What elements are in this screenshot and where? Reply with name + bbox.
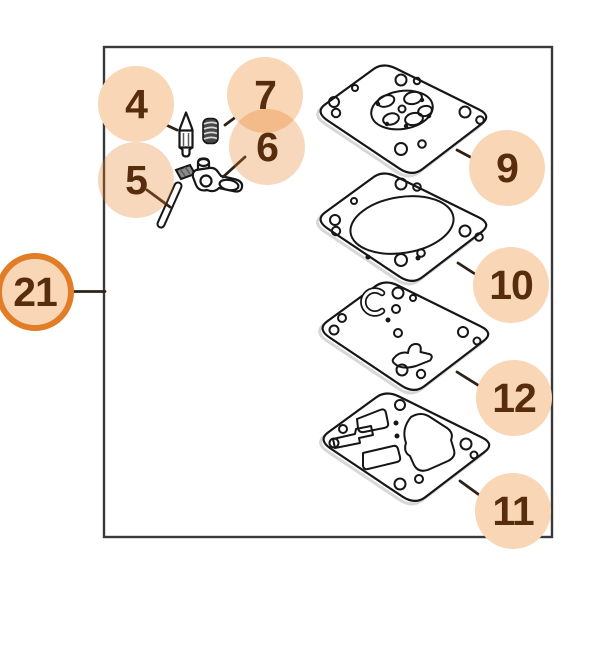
part-10-drawing <box>316 172 488 286</box>
part-11-drawing <box>319 392 491 506</box>
callout-6-label: 6 <box>256 123 279 170</box>
callout-9[interactable]: 9 <box>469 130 545 206</box>
callout-7-label: 7 <box>254 71 277 118</box>
part-4-drawing <box>178 111 194 158</box>
callout-12[interactable]: 12 <box>476 360 552 436</box>
callout-5-label: 5 <box>125 156 148 203</box>
part-12-drawing <box>318 281 490 395</box>
part-9-drawing <box>316 64 488 178</box>
callout-10-label: 10 <box>489 261 534 308</box>
part-6-drawing <box>174 157 244 193</box>
callout-21-label: 21 <box>13 268 58 315</box>
callout-10[interactable]: 10 <box>473 247 549 323</box>
callout-9-label: 9 <box>496 144 519 191</box>
callout-12-label: 12 <box>492 374 537 421</box>
callout-4[interactable]: 4 <box>98 66 174 142</box>
callout-5[interactable]: 5 <box>98 142 174 218</box>
callout-11[interactable]: 11 <box>475 473 551 549</box>
callout-6[interactable]: 6 <box>229 109 305 185</box>
callout-11-label: 11 <box>492 487 534 534</box>
part-7-drawing <box>202 117 219 145</box>
callout-4-label: 4 <box>125 80 148 127</box>
